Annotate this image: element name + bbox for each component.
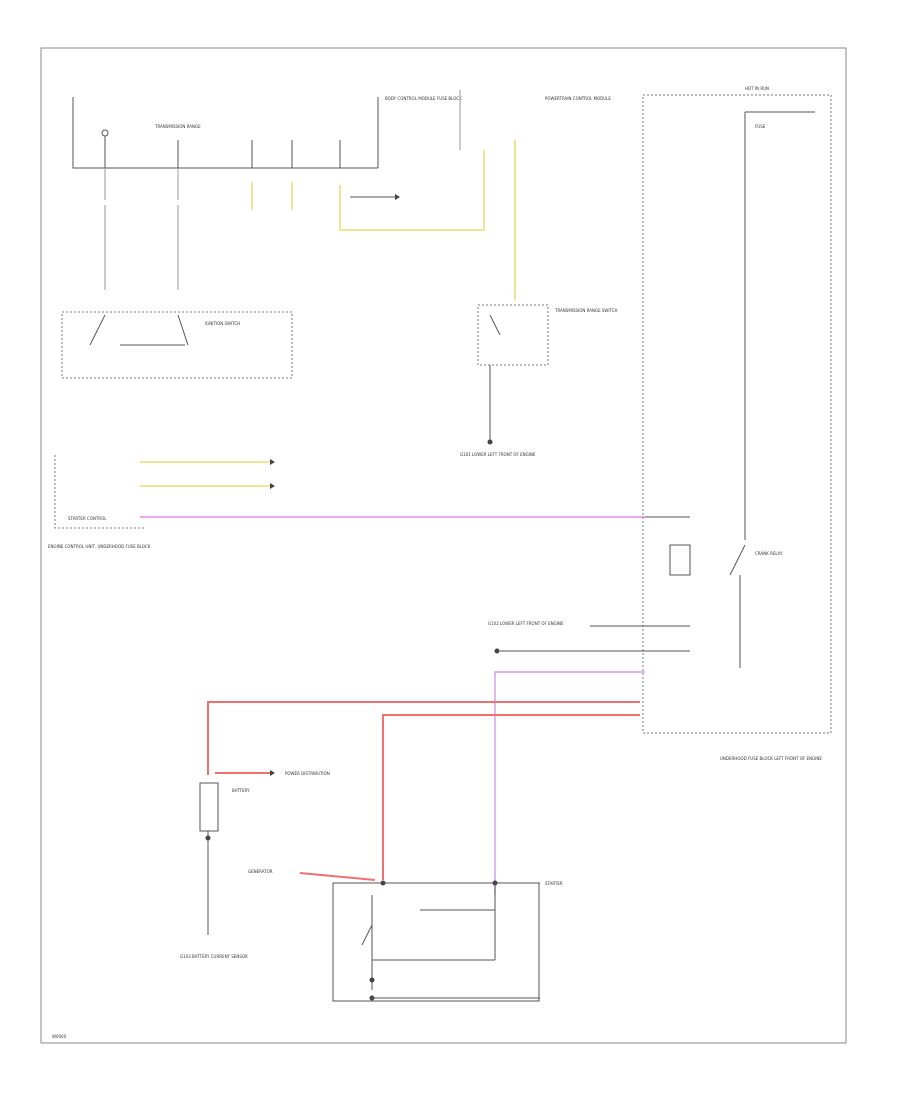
engine-control-box — [54, 455, 145, 529]
starter-contact — [361, 924, 373, 946]
label-starter-control: STARTER CONTROL — [68, 516, 107, 521]
ground-symbol-top — [101, 129, 109, 137]
label-ignition-switch: IGNITION SWITCH — [205, 321, 240, 326]
wire-purple-starter — [494, 671, 645, 895]
battery-group: POWER DISTRIBUTION BATTERY G103 BATTERY … — [180, 701, 640, 959]
ignition-contact-2 — [177, 314, 189, 346]
wire-red-battery — [207, 701, 640, 775]
battery-symbol — [199, 782, 219, 832]
ignition-contact-1 — [89, 314, 106, 346]
range-switch-box — [477, 304, 549, 366]
underhood-block-box — [642, 94, 832, 734]
label-generator: GENERATOR — [248, 869, 273, 874]
label-ground-lower-left: G102 LOWER LEFT FRONT OF ENGINE — [488, 621, 564, 626]
arrow-right-2 — [270, 459, 275, 465]
diagram-frame — [40, 47, 847, 1044]
engine-control-group: STARTER CONTROL ENGINE CONTROL UNIT, UND… — [48, 455, 645, 549]
label-transmission-range: TRANSMISSION RANGE — [154, 124, 201, 129]
label-ground-lower-front: G101 LOWER LEFT FRONT OF ENGINE — [460, 452, 536, 457]
battery-node — [205, 835, 211, 841]
starter-group: GENERATOR STARTER — [248, 869, 563, 1002]
starter-node-3 — [369, 977, 375, 983]
fuse-block-outline — [72, 97, 378, 169]
starter-node-1 — [380, 880, 386, 886]
ground-point-1 — [487, 439, 493, 445]
range-contact — [489, 314, 501, 336]
label-fuse-block: BODY CONTROL MODULE FUSE BLOCK — [385, 96, 462, 101]
arrow-right-4 — [270, 770, 275, 776]
label-underhood-block: UNDERHOOD FUSE BLOCK LEFT FRONT OF ENGIN… — [720, 756, 822, 761]
label-battery: BATTERY — [232, 788, 250, 793]
relay-switch-arm — [729, 544, 746, 576]
ground-point-2 — [494, 648, 500, 654]
label-range-switch: TRANSMISSION RANGE SWITCH — [554, 308, 618, 313]
label-fuse: FUSE — [755, 124, 766, 129]
label-pcm: POWERTRAIN CONTROL MODULE — [545, 96, 611, 101]
label-ground-battery: G103 BATTERY CURRENT SENSOR — [180, 954, 248, 959]
label-crank-relay: CRANK RELAY — [755, 551, 783, 556]
label-starter: STARTER — [545, 881, 563, 886]
relay-coil — [669, 544, 691, 576]
wire-red-starter — [382, 714, 640, 880]
arrow-right-3 — [270, 483, 275, 489]
ignition-switch-group: IGNITION SWITCH — [61, 311, 293, 379]
corner-code: W0000 — [52, 1034, 67, 1039]
fuse-block-group: BODY CONTROL MODULE FUSE BLOCK TRANSMISS… — [72, 96, 485, 290]
label-engine-control: ENGINE CONTROL UNIT, UNDERHOOD FUSE BLOC… — [48, 544, 151, 549]
arrow-right-1 — [395, 194, 400, 200]
wire-yel-to-pcm — [339, 150, 485, 231]
label-power-distribution: POWER DISTRIBUTION — [285, 771, 330, 776]
wire-red-generator — [299, 872, 376, 881]
range-switch-group: POWERTRAIN CONTROL MODULE TRANSMISSION R… — [459, 90, 618, 457]
label-hot-in-run: HOT IN RUN — [745, 86, 769, 91]
underhood-block-group: HOT IN RUN FUSE CRANK RELAY G102 LOWER L… — [488, 86, 832, 895]
